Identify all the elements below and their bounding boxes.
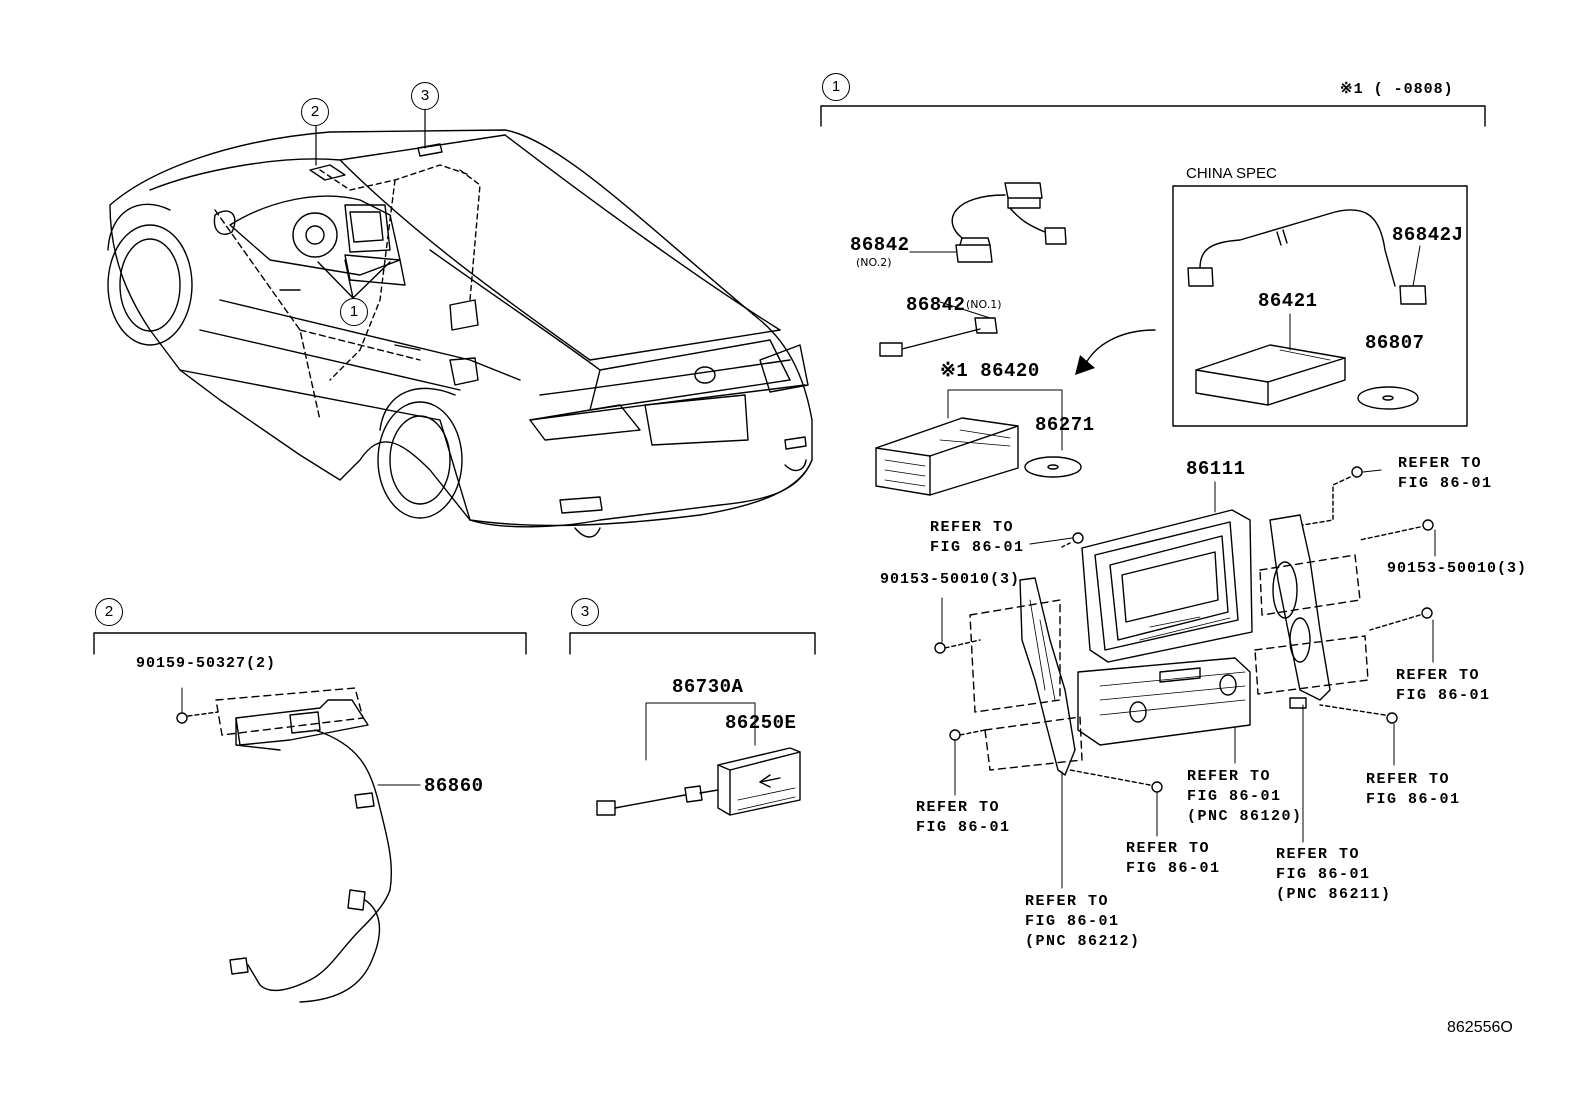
curved-arrow	[1084, 329, 1156, 366]
note-label: ※1 ( -0808)	[1340, 81, 1454, 98]
part-86842J: 86842J	[1392, 224, 1464, 246]
part-86842-no2: 86842	[850, 234, 910, 256]
part-86250E: 86250E	[725, 712, 797, 734]
part-86807: 86807	[1365, 332, 1425, 354]
display-assembly-86111	[934, 466, 1436, 889]
callout-1-car: 1	[340, 298, 368, 326]
callout-2-section: 2	[95, 598, 123, 626]
part-86111: 86111	[1186, 458, 1246, 480]
figure-code: 862556O	[1447, 1019, 1513, 1036]
usb-adapter-86250E	[596, 702, 801, 816]
part-86842-no1-sub: (NO.1)	[966, 298, 1002, 311]
bolt-90153-right: 90153-50010(3)	[1387, 560, 1528, 577]
part-86842-no2-sub: (NO.2)	[856, 256, 892, 269]
part-86860: 86860	[424, 775, 484, 797]
car-illustration	[107, 107, 813, 538]
section-1-bracket	[820, 105, 1486, 427]
bolt-90153-left: 90153-50010(3)	[880, 571, 1021, 588]
part-86842-no1: 86842	[906, 294, 966, 316]
part-86420: ※1 86420	[940, 360, 1040, 382]
china-spec-parts	[1187, 209, 1427, 410]
bolt-90159: 90159-50327(2)	[136, 655, 277, 672]
china-spec-box	[1172, 185, 1468, 427]
china-spec-label: CHINA SPEC	[1186, 165, 1277, 182]
cable-86842-no1	[879, 301, 998, 357]
part-86271: 86271	[1035, 414, 1095, 436]
section-3-bracket	[569, 632, 816, 655]
section-2-bracket	[93, 632, 527, 655]
part-86421: 86421	[1258, 290, 1318, 312]
callout-2-car: 2	[301, 98, 329, 126]
callout-1-section: 1	[822, 73, 850, 101]
callout-3-car: 3	[411, 82, 439, 110]
part-86730A: 86730A	[672, 676, 744, 698]
harness-86842-no2	[909, 182, 1067, 263]
navigation-unit-86420	[875, 389, 1082, 496]
antenna-module-86860	[176, 687, 421, 1003]
callout-3-section: 3	[571, 598, 599, 626]
